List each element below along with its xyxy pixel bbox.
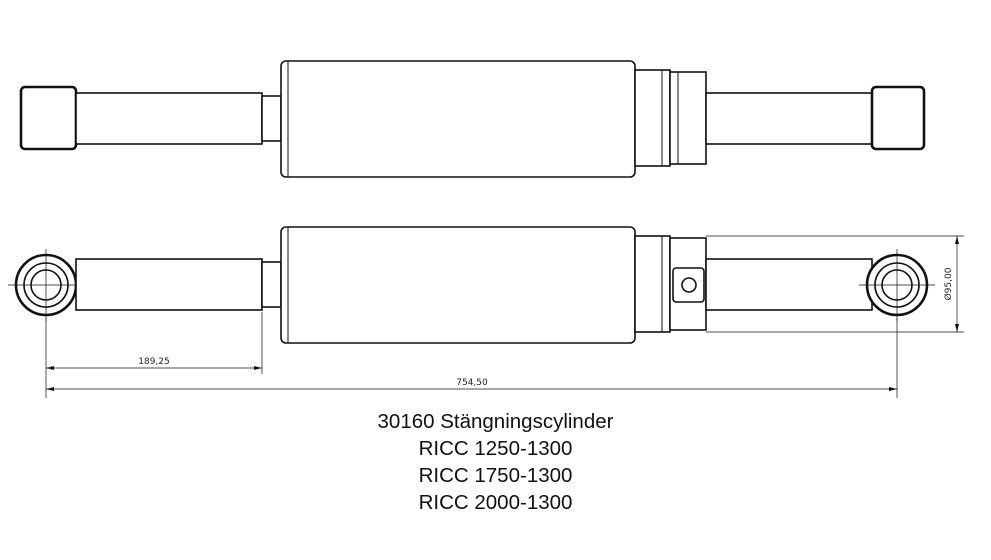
top-main-barrel: [280, 60, 636, 178]
nut-hole: [681, 277, 697, 293]
top-left-collar: [261, 95, 282, 142]
dim-diameter: Ø95,00: [943, 267, 954, 300]
caption-model-3: RICC 2000-1300: [418, 491, 573, 514]
caption-block: 30160 Stängningscylinder RICC 1250-1300 …: [0, 408, 991, 516]
right-eye: [859, 249, 935, 321]
side-sleeve: [634, 235, 671, 333]
side-view: [8, 226, 935, 344]
dimension-lines: 189,25 754,50 Ø95,00: [45, 235, 964, 398]
caption-model-1: RICC 1250-1300: [418, 437, 573, 460]
top-nut: [669, 71, 707, 165]
side-right-rod: [705, 258, 873, 311]
side-main-barrel: [280, 226, 636, 344]
top-right-rod: [705, 92, 873, 145]
side-left-rod: [75, 258, 263, 311]
top-sleeve: [634, 69, 671, 167]
caption-title: 30160 Stängningscylinder: [377, 410, 614, 433]
top-left-rod: [75, 92, 263, 145]
side-left-collar: [261, 261, 282, 308]
top-right-end-block: [870, 85, 926, 151]
dim-rod-length: 189,25: [138, 357, 170, 367]
left-eye: [8, 249, 84, 321]
dim-overall-length: 754,50: [456, 378, 488, 388]
top-view: [19, 60, 926, 178]
caption-model-2: RICC 1750-1300: [418, 464, 573, 487]
top-left-end-block: [19, 85, 78, 151]
